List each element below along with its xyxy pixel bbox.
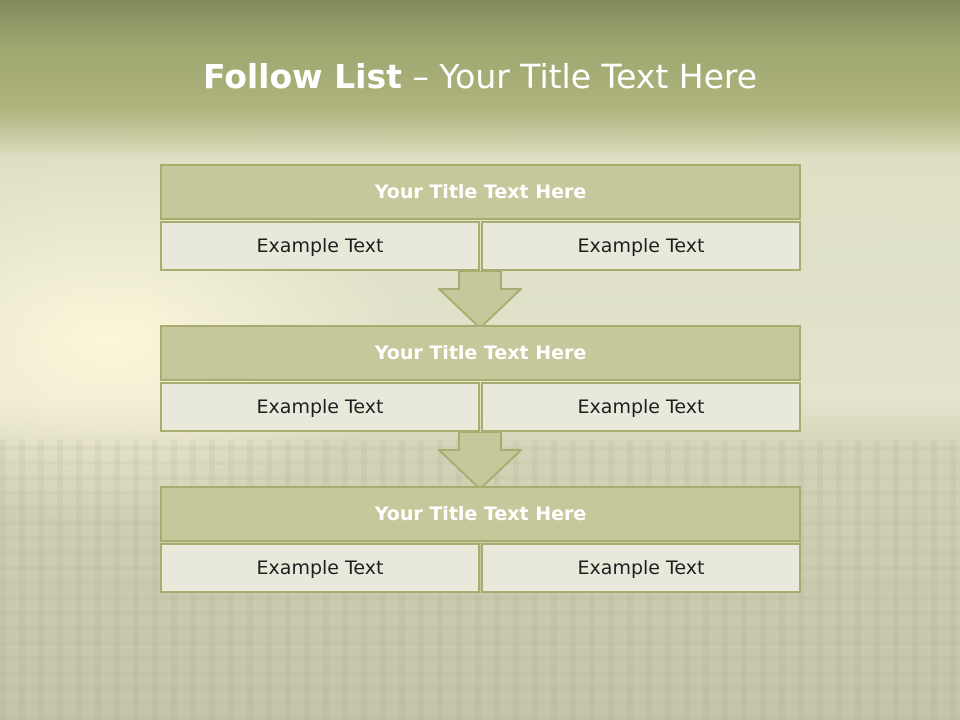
step-title-2: Your Title Text Here (160, 325, 801, 381)
step-block-2: Your Title Text Here Example Text Exampl… (160, 325, 801, 432)
step-2-left-cell: Example Text (160, 382, 480, 432)
step-block-1: Your Title Text Here Example Text Exampl… (160, 164, 801, 271)
slide-title: Follow List – Your Title Text Here (0, 52, 960, 102)
slide-title-bold: Follow List (202, 57, 402, 96)
header-band (0, 0, 960, 160)
step-block-3: Your Title Text Here Example Text Exampl… (160, 486, 801, 593)
step-1-left-cell: Example Text (160, 221, 480, 271)
step-row-1: Example Text Example Text (160, 221, 801, 271)
step-row-3: Example Text Example Text (160, 543, 801, 593)
step-3-left-cell: Example Text (160, 543, 480, 593)
down-arrow-icon (438, 432, 522, 490)
step-row-2: Example Text Example Text (160, 382, 801, 432)
down-arrow-icon (438, 271, 522, 329)
step-title-3: Your Title Text Here (160, 486, 801, 542)
step-title-1: Your Title Text Here (160, 164, 801, 220)
step-2-right-cell: Example Text (481, 382, 801, 432)
step-3-right-cell: Example Text (481, 543, 801, 593)
slide-title-rest: – Your Title Text Here (401, 57, 758, 96)
step-1-right-cell: Example Text (481, 221, 801, 271)
